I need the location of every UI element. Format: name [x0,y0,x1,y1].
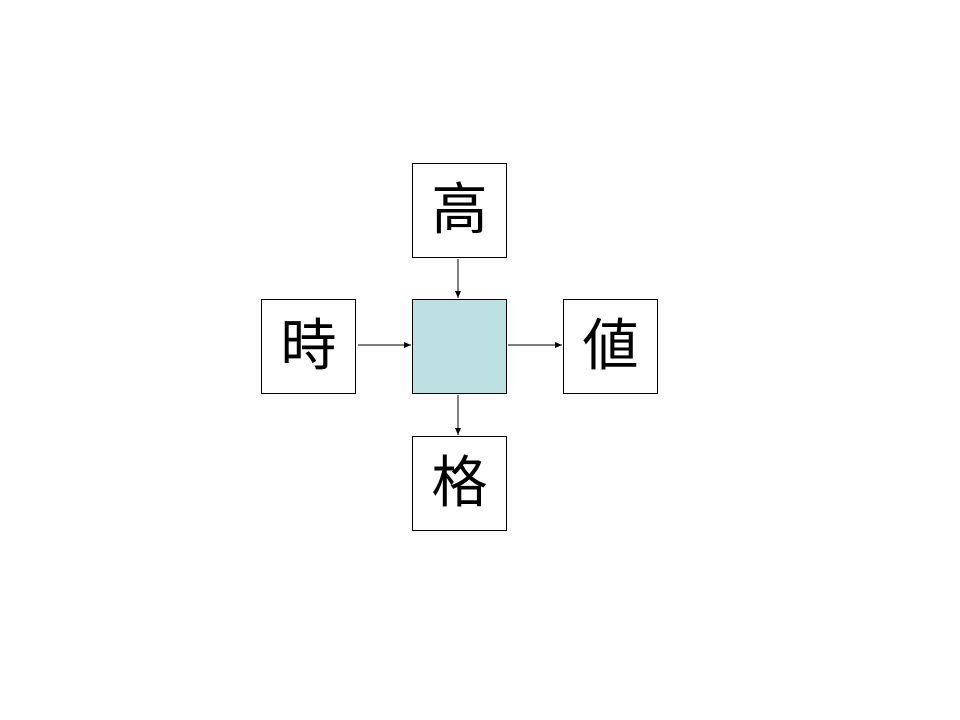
node-right: 値 [563,299,658,394]
node-bottom: 格 [412,436,507,531]
node-center [412,299,507,394]
node-left-label: 時 [280,313,337,379]
node-top: 高 [412,163,507,258]
node-bottom-label: 格 [431,450,488,516]
node-right-label: 値 [582,313,639,379]
node-left: 時 [261,299,356,394]
node-top-label: 高 [431,177,488,243]
